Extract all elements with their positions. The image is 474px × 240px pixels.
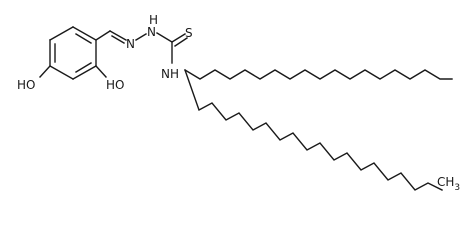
bond-c4-oh [39, 65, 51, 78]
bond-c2-oh [95, 65, 107, 78]
bond-c-s-double-1 [171, 33, 186, 43]
thione-s-label: S [185, 26, 193, 40]
bond-ch-n-double-1 [109, 30, 127, 41]
terminal-ch3-label: CH3 [437, 175, 460, 193]
bond-c-s-double-2 [174, 37, 188, 47]
bond-n-cs [156, 32, 173, 43]
structure-canvas: HO HO N N H S NH CH3 [17, 13, 460, 193]
hydroxyl-para-label: HO [17, 78, 35, 92]
molecule-structure: HO HO N N H S NH CH3 [17, 13, 460, 193]
hydroxyl-ortho-label: HO [106, 78, 124, 92]
ring-double-bond [75, 62, 92, 73]
ring-bond [49, 65, 74, 80]
ring-double-bond [75, 33, 92, 44]
amide-nh-label: NH [161, 67, 179, 81]
hexadecyl-chain-lower [184, 69, 443, 191]
bond-ch-n-double-2 [111, 35, 125, 44]
ring-bond [49, 26, 74, 41]
bond-ring-ch [95, 30, 111, 41]
hydrazine-h-label: H [149, 13, 158, 27]
hydrazone-n1-label: N [126, 37, 135, 51]
benzene-ring [49, 26, 97, 80]
hydrazone-n2-label: N [147, 25, 156, 39]
ring-bond [72, 65, 97, 80]
bond-n-n [135, 33, 147, 41]
ring-bond [72, 26, 97, 41]
hexadecyl-chain [184, 69, 453, 80]
